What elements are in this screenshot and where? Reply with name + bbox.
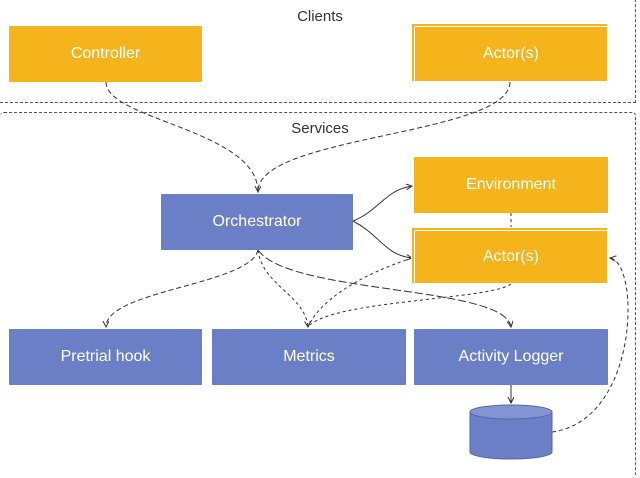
actors-to-metrics-line-2 — [307, 283, 512, 328]
services-title: Services — [291, 120, 349, 137]
orchestrator-to-actors-arrow — [352, 220, 412, 258]
service-actors-label: Actor(s) — [483, 248, 539, 265]
service-actors-box[interactable]: Actor(s) — [414, 230, 608, 284]
orchestrator-box[interactable]: Orchestrator — [161, 194, 353, 250]
orchestrator-label: Orchestrator — [212, 213, 302, 230]
database-to-actors-arrow — [551, 258, 629, 433]
actors-to-metrics-line — [307, 257, 413, 328]
environment-label: Environment — [466, 176, 556, 193]
pretrial-hook-label: Pretrial hook — [60, 348, 151, 365]
metrics-label: Metrics — [283, 348, 335, 365]
controller-box[interactable]: Controller — [9, 26, 202, 82]
database-icon — [469, 404, 553, 460]
clients-title: Clients — [297, 8, 343, 25]
client-actors-box[interactable]: Actor(s) — [414, 26, 608, 82]
clients-panel — [0, 0, 636, 103]
activity-logger-label: Activity Logger — [458, 348, 564, 365]
client-actors-label: Actor(s) — [483, 45, 539, 62]
orchestrator-to-logger-arrow — [257, 249, 511, 327]
activity-logger-box[interactable]: Activity Logger — [414, 329, 608, 385]
environment-box[interactable]: Environment — [414, 157, 608, 213]
controller-label: Controller — [70, 45, 141, 62]
orchestrator-to-metrics-arrow — [257, 249, 308, 327]
pretrial-hook-box[interactable]: Pretrial hook — [9, 329, 202, 385]
metrics-box[interactable]: Metrics — [212, 329, 406, 385]
orchestrator-to-pretrial-arrow — [106, 249, 259, 327]
services-panel — [0, 112, 636, 478]
controller-to-orchestrator-arrow — [105, 81, 258, 192]
orchestrator-to-environment-arrow — [352, 186, 412, 222]
